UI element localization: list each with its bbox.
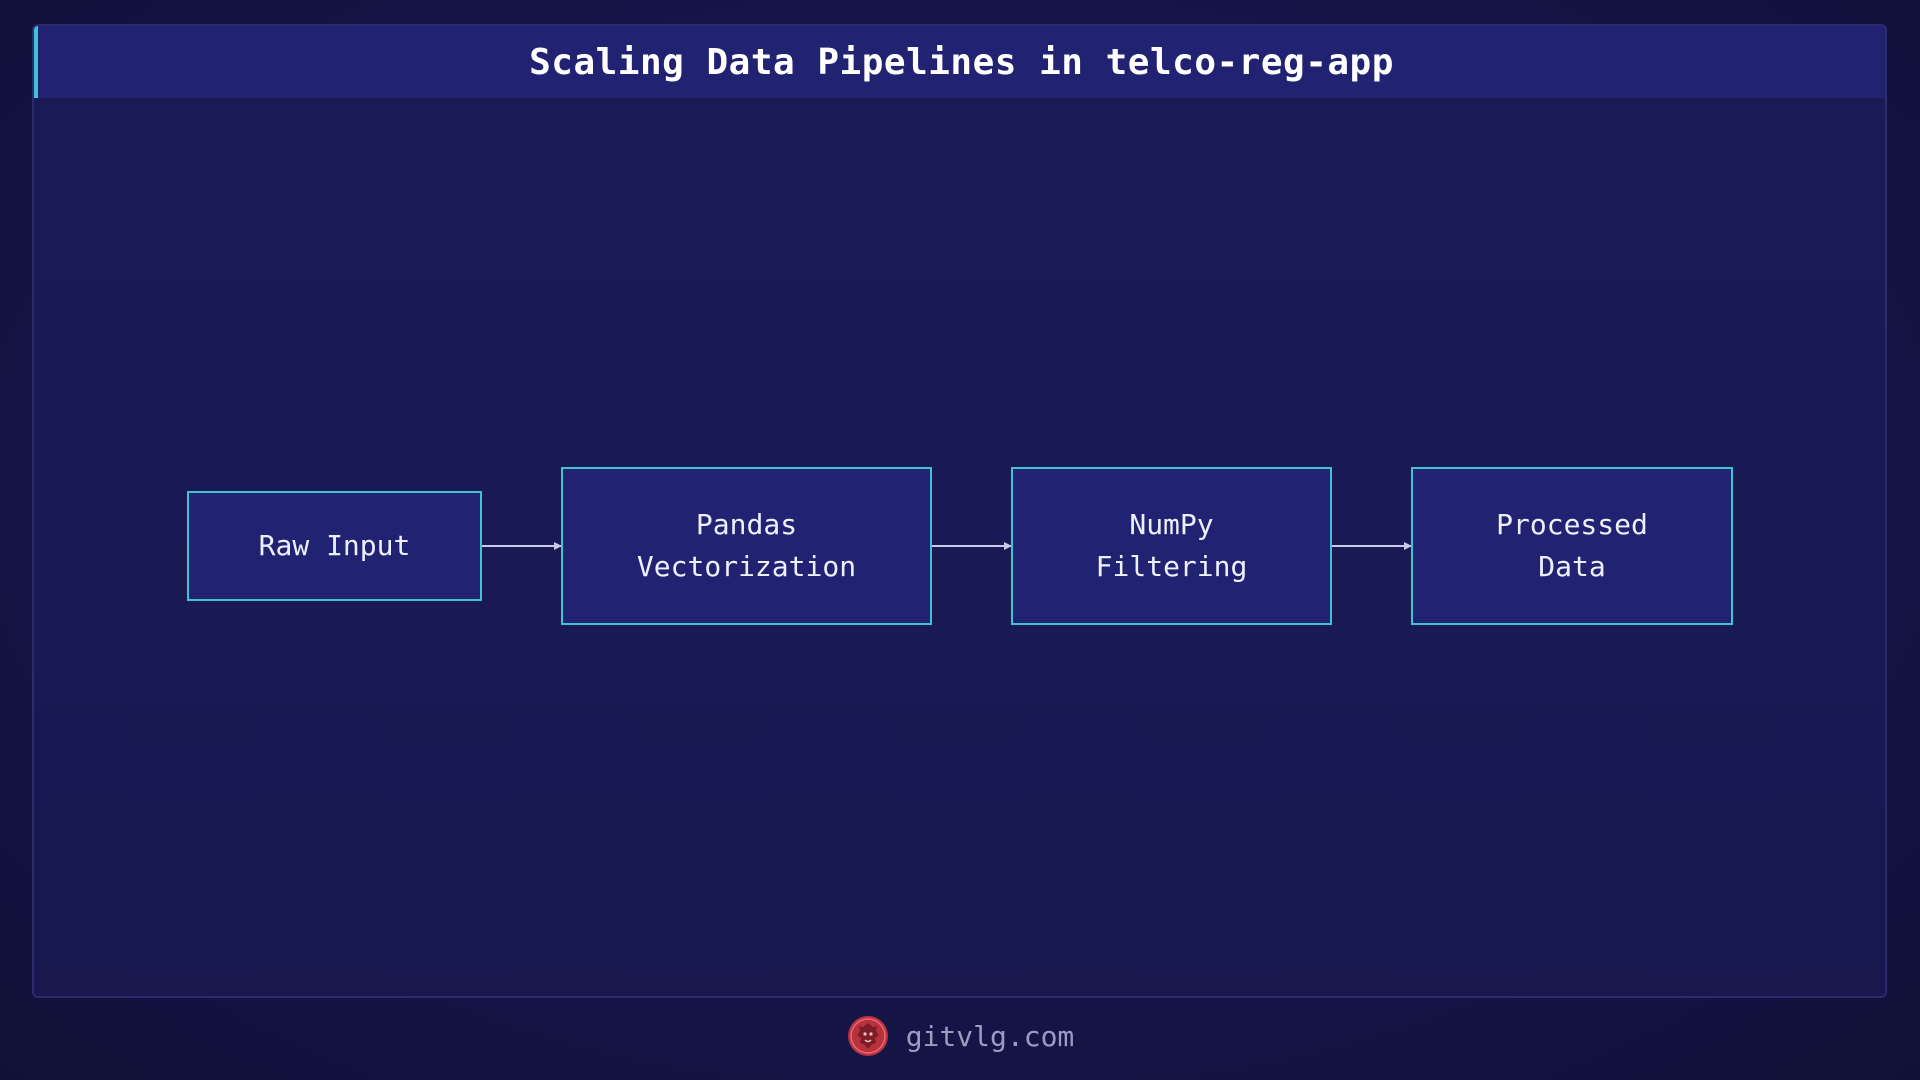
- node-pandas-vectorization: Pandas Vectorization: [561, 467, 932, 625]
- lion-head-icon: [847, 1016, 888, 1056]
- card-header: Scaling Data Pipelines in telco-reg-app: [34, 26, 1885, 98]
- page-title: Scaling Data Pipelines in telco-reg-app: [529, 41, 1394, 83]
- footer: gitvlg.com: [0, 1010, 1920, 1062]
- node-processed-data: Processed Data: [1411, 467, 1733, 625]
- node-raw-input: Raw Input: [187, 491, 482, 601]
- footer-site-link[interactable]: gitvlg.com: [905, 1019, 1075, 1053]
- node-numpy-filtering: NumPy Filtering: [1011, 467, 1332, 625]
